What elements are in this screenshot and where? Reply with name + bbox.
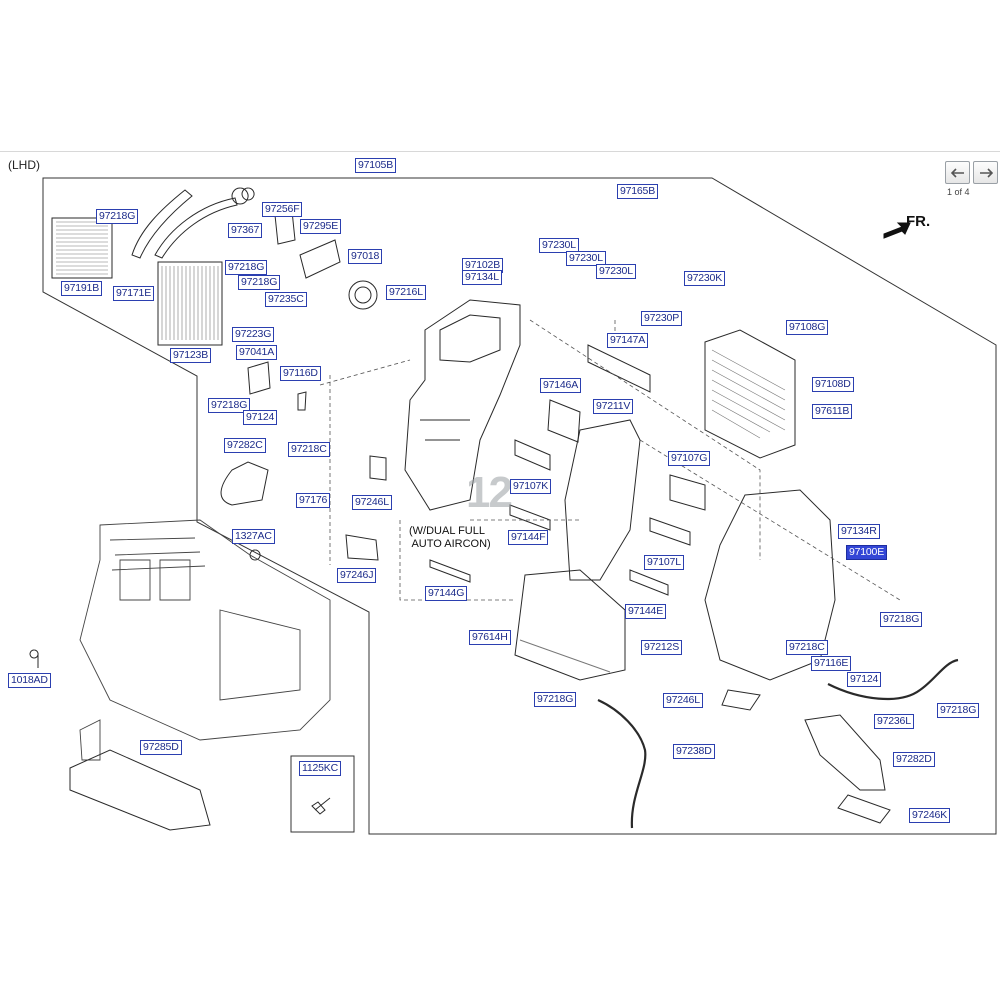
- part-callout[interactable]: 97611B: [812, 404, 853, 419]
- right-case-drawing: [704, 489, 836, 681]
- part-callout[interactable]: 97191B: [61, 281, 103, 296]
- part-callout[interactable]: 97018: [348, 249, 383, 264]
- part-callout[interactable]: 97295E: [300, 219, 342, 234]
- heater-core-drawing: [157, 261, 223, 346]
- part-callout[interactable]: 97124: [847, 672, 882, 687]
- part-callout[interactable]: 97116D: [280, 366, 321, 381]
- cabin-filter-drawing: [704, 329, 796, 459]
- part-callout[interactable]: 97108G: [786, 320, 829, 335]
- part-callout[interactable]: 97285D: [140, 740, 182, 755]
- part-callout[interactable]: 97123B: [170, 348, 212, 363]
- part-callout[interactable]: 1018AD: [8, 673, 51, 688]
- part-callout[interactable]: 97614H: [469, 630, 511, 645]
- part-callout[interactable]: 97236L: [874, 714, 914, 729]
- part-callout[interactable]: 97218G: [96, 209, 139, 224]
- part-callout[interactable]: 97246L: [663, 693, 703, 708]
- bolt-icon: [311, 797, 331, 815]
- front-arrow-icon: [883, 222, 911, 239]
- part-callout[interactable]: 97246J: [337, 568, 377, 583]
- part-callout[interactable]: 97212S: [641, 640, 683, 655]
- part-callout[interactable]: 97216L: [386, 285, 426, 300]
- part-callout[interactable]: 97144F: [508, 530, 549, 545]
- frame-outline: [42, 177, 997, 835]
- part-callout[interactable]: 97165B: [617, 184, 659, 199]
- part-callout[interactable]: 97230K: [684, 271, 726, 286]
- part-callout[interactable]: 97100E: [846, 545, 888, 560]
- header-divider: [0, 151, 1000, 152]
- part-callout[interactable]: 1125KC: [299, 761, 341, 776]
- part-callout[interactable]: 97134R: [838, 524, 880, 539]
- part-callout[interactable]: 97107G: [668, 451, 711, 466]
- part-callout[interactable]: 97107K: [510, 479, 552, 494]
- part-callout[interactable]: 97230L: [539, 238, 579, 253]
- part-callout[interactable]: 97218G: [238, 275, 281, 290]
- part-callout[interactable]: 97218C: [786, 640, 828, 655]
- part-callout[interactable]: 97218G: [534, 692, 577, 707]
- part-callout[interactable]: 97176: [296, 493, 331, 508]
- prev-page-button[interactable]: [945, 161, 970, 184]
- part-callout[interactable]: 97238D: [673, 744, 715, 759]
- heater-pipe-drawing: [131, 189, 238, 259]
- part-callout[interactable]: 97256F: [262, 202, 303, 217]
- part-callout[interactable]: 97235C: [265, 292, 307, 307]
- part-callout[interactable]: 97218G: [208, 398, 251, 413]
- part-callout[interactable]: 97246K: [909, 808, 951, 823]
- rear-duct-drawing: [804, 714, 886, 791]
- part-callout[interactable]: 97147A: [607, 333, 649, 348]
- part-callout[interactable]: 97108D: [812, 377, 854, 392]
- blower-motor-drawing: [348, 280, 378, 310]
- damper-housing-drawing: [564, 419, 641, 581]
- part-callout[interactable]: 97367: [228, 223, 263, 238]
- part-callout[interactable]: 97282D: [893, 752, 935, 767]
- evaporator-core-drawing: [51, 217, 113, 279]
- drain-hose-drawing: [597, 698, 647, 829]
- arrow-left-icon: [950, 167, 964, 178]
- part-callout[interactable]: 1327AC: [232, 529, 275, 544]
- direction-label: FR.: [906, 213, 931, 230]
- lower-cover-drawing: [69, 749, 211, 831]
- aspirator-hose-drawing: [827, 658, 959, 701]
- section-label: (LHD): [8, 158, 40, 172]
- part-callout[interactable]: 97107L: [644, 555, 684, 570]
- part-callout[interactable]: 97218G: [937, 703, 980, 718]
- part-callout[interactable]: 97218G: [225, 260, 268, 275]
- part-callout[interactable]: 97282C: [224, 438, 266, 453]
- page-indicator: 1 of 4: [947, 187, 970, 197]
- part-callout[interactable]: 97171E: [113, 286, 155, 301]
- part-callout[interactable]: 97230L: [596, 264, 636, 279]
- part-callout[interactable]: 97124: [243, 410, 278, 425]
- center-case-drawing: [404, 299, 521, 511]
- part-callout[interactable]: 97116E: [811, 656, 852, 671]
- part-callout[interactable]: 97230L: [566, 251, 606, 266]
- part-callout[interactable]: 97218G: [880, 612, 923, 627]
- part-callout[interactable]: 97246L: [352, 495, 392, 510]
- part-callout[interactable]: 97102B: [462, 258, 504, 273]
- part-callout[interactable]: 97146A: [540, 378, 582, 393]
- part-callout[interactable]: 97230P: [641, 311, 683, 326]
- next-page-button[interactable]: [973, 161, 998, 184]
- aircon-note: (W/DUAL FULL AUTO AIRCON): [409, 525, 491, 550]
- part-callout[interactable]: 97144E: [625, 604, 667, 619]
- part-callout[interactable]: 97134L: [462, 270, 502, 285]
- part-callout[interactable]: 97223G: [232, 327, 275, 342]
- assembled-unit-drawing: [79, 519, 331, 761]
- part-callout[interactable]: 97144G: [425, 586, 468, 601]
- part-callout[interactable]: 97105B: [355, 158, 397, 173]
- part-callout[interactable]: 97211V: [593, 399, 634, 414]
- watermark: 12: [466, 468, 513, 517]
- part-callout[interactable]: 97041A: [236, 345, 278, 360]
- lower-case-drawing: [514, 569, 626, 681]
- arrow-right-icon: [979, 167, 993, 178]
- part-callout[interactable]: 97218C: [288, 442, 330, 457]
